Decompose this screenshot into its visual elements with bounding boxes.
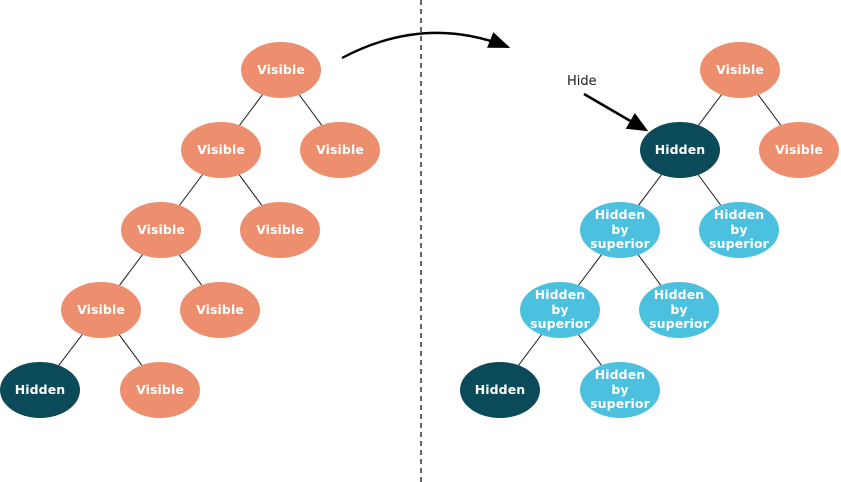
tree-node-visible[interactable]: Visible	[759, 122, 839, 178]
tree-node-inherited[interactable]: Hidden by superior	[580, 362, 660, 418]
tree-node-visible[interactable]: Visible	[300, 122, 380, 178]
tree-node-visible[interactable]: Visible	[241, 42, 321, 98]
tree-node-visible[interactable]: Visible	[120, 362, 200, 418]
tree-node-visible[interactable]: Visible	[181, 122, 261, 178]
tree-node-inherited[interactable]: Hidden by superior	[580, 202, 660, 258]
tree-node-hidden[interactable]: Hidden	[460, 362, 540, 418]
tree-node-hidden[interactable]: Hidden	[640, 122, 720, 178]
tree-node-visible[interactable]: Visible	[180, 282, 260, 338]
hide-action-label: Hide	[567, 74, 597, 89]
tree-node-inherited[interactable]: Hidden by superior	[699, 202, 779, 258]
tree-node-inherited[interactable]: Hidden by superior	[639, 282, 719, 338]
tree-node-hidden[interactable]: Hidden	[0, 362, 80, 418]
tree-node-visible[interactable]: Visible	[61, 282, 141, 338]
tree-node-inherited[interactable]: Hidden by superior	[520, 282, 600, 338]
tree-node-visible[interactable]: Visible	[240, 202, 320, 258]
tree-node-visible[interactable]: Visible	[700, 42, 780, 98]
tree-node-visible[interactable]: Visible	[121, 202, 201, 258]
